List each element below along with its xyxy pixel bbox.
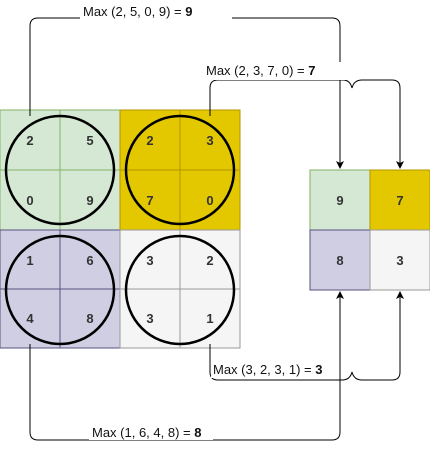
input-cell: 1 [26, 253, 33, 268]
input-cell: 3 [206, 133, 213, 148]
input-cell: 8 [86, 311, 93, 326]
arrow-bottom-right [209, 291, 404, 381]
input-quadrant-top-left: 2 5 0 9 [0, 109, 121, 231]
pooling-window-circle [4, 114, 116, 226]
arrow-top-right [209, 79, 404, 169]
input-cell: 0 [26, 193, 33, 208]
pooling-window-circle [124, 234, 236, 346]
input-cell: 9 [86, 193, 93, 208]
input-cell: 4 [26, 311, 34, 326]
output-cell: 7 [396, 193, 403, 208]
label-max-top-left: Max (2, 5, 0, 9) = 9 [83, 4, 192, 19]
label-max-bottom-left: Max (1, 6, 4, 8) = 8 [92, 425, 201, 440]
label-max-bottom-right: Max (3, 2, 3, 1) = 3 [213, 362, 322, 377]
output-cell-bg-top-right [369, 169, 430, 231]
input-cell: 3 [146, 311, 153, 326]
input-quadrant-bottom-right: 3 2 3 1 [119, 229, 241, 349]
output-cell-bg-bottom-right [369, 229, 430, 291]
input-cell: 0 [206, 193, 213, 208]
input-grid: 2 5 0 9 2 3 7 0 1 6 4 8 [0, 109, 241, 349]
input-cell: 5 [86, 133, 93, 148]
input-cell: 2 [26, 133, 33, 148]
input-cell: 7 [146, 193, 153, 208]
input-quadrant-top-right: 2 3 7 0 [119, 109, 241, 231]
output-grid: 9 7 8 3 [309, 169, 430, 291]
output-cell: 8 [336, 253, 343, 268]
pooling-window-circle [4, 234, 116, 346]
input-cell: 1 [206, 311, 213, 326]
output-cell: 9 [336, 193, 343, 208]
input-cell: 2 [206, 253, 213, 268]
label-max-top-right: Max (2, 3, 7, 0) = 7 [206, 63, 315, 78]
input-cell: 2 [146, 133, 153, 148]
input-cell: 6 [86, 253, 93, 268]
output-cell: 3 [396, 253, 403, 268]
input-quadrant-bottom-left: 1 6 4 8 [0, 229, 121, 349]
max-labels: Max (2, 5, 0, 9) = 9 Max (2, 3, 7, 0) = … [80, 3, 355, 440]
pooling-window-circle [124, 114, 236, 226]
output-cell-bg-bottom-left [309, 229, 371, 291]
input-cell: 3 [146, 253, 153, 268]
